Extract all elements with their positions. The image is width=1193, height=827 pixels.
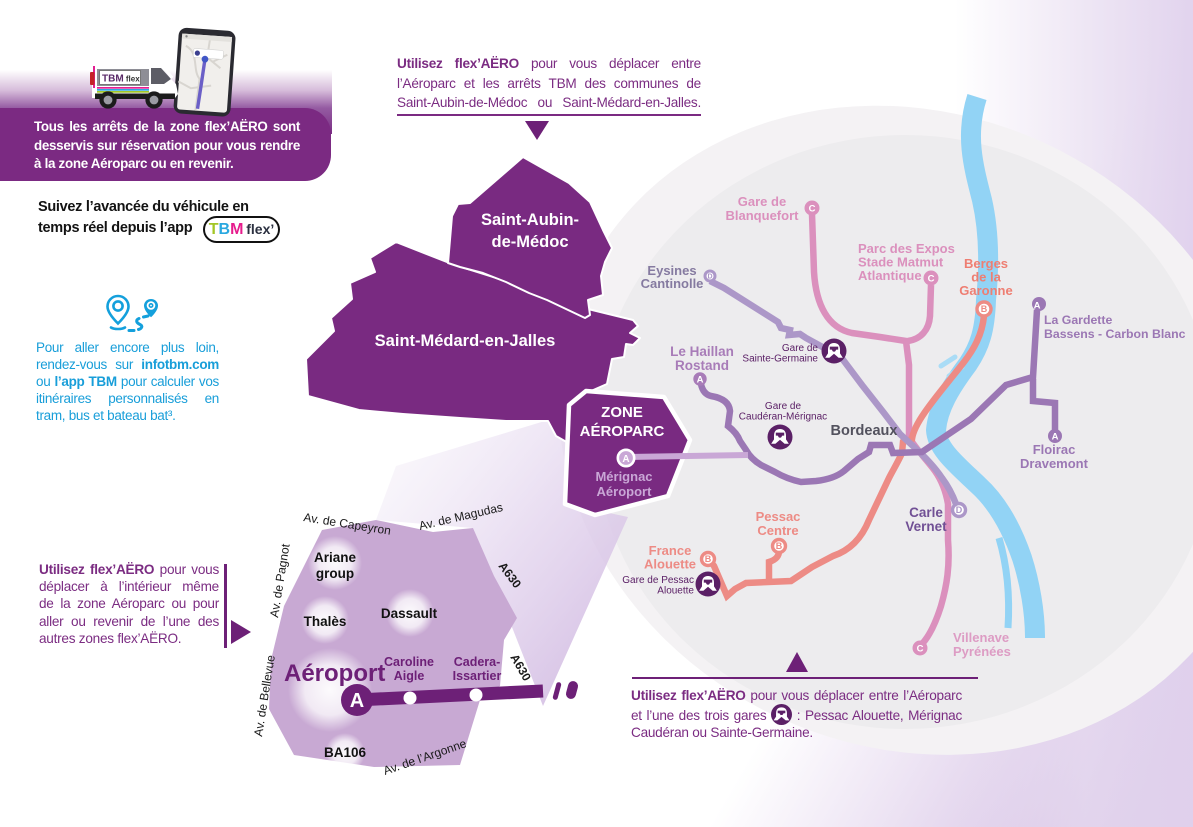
svg-text:Alouette: Alouette: [644, 557, 696, 572]
svg-text:Rostand: Rostand: [675, 358, 729, 373]
svg-text:Aéroport: Aéroport: [597, 484, 653, 499]
svg-text:Sainte-Germaine: Sainte-Germaine: [742, 354, 818, 365]
svg-text:B: B: [981, 304, 988, 314]
svg-text:Aéroport: Aéroport: [284, 660, 385, 687]
svg-text:AÉROPARC: AÉROPARC: [580, 423, 665, 440]
svg-text:group: group: [316, 566, 354, 581]
svg-text:Centre: Centre: [757, 523, 798, 538]
svg-text:A: A: [1052, 431, 1059, 442]
svg-text:La Gardette: La Gardette: [1044, 313, 1112, 327]
svg-text:B: B: [776, 541, 783, 551]
svg-text:Thalès: Thalès: [304, 614, 347, 629]
svg-text:Gare de Pessac: Gare de Pessac: [622, 575, 694, 586]
svg-text:de-Médoc: de-Médoc: [491, 233, 568, 251]
svg-text:C: C: [809, 203, 816, 214]
svg-text:Issartier: Issartier: [453, 669, 502, 683]
svg-text:Aigle: Aigle: [394, 669, 425, 683]
svg-text:Caudéran-Mérignac: Caudéran-Mérignac: [739, 412, 827, 423]
svg-text:Pessac: Pessac: [756, 509, 801, 524]
svg-text:Dravemont: Dravemont: [1020, 456, 1089, 471]
svg-text:TBM flex: TBM flex: [102, 74, 140, 85]
svg-text:A: A: [350, 690, 364, 712]
svg-text:Blanquefort: Blanquefort: [726, 208, 800, 223]
svg-text:B: B: [705, 554, 712, 564]
svg-text:A: A: [697, 374, 704, 385]
svg-text:Atlantique: Atlantique: [858, 268, 922, 283]
svg-text:Gare de: Gare de: [738, 194, 786, 209]
svg-text:Cantinolle: Cantinolle: [641, 276, 704, 291]
svg-text:Parc des Expos: Parc des Expos: [858, 241, 955, 256]
svg-text:Floirac: Floirac: [1033, 442, 1076, 457]
svg-text:Garonne: Garonne: [959, 283, 1012, 298]
svg-text:Stade Matmut: Stade Matmut: [858, 255, 944, 270]
svg-text:Bordeaux: Bordeaux: [831, 423, 898, 439]
svg-text:A: A: [1034, 300, 1041, 311]
svg-text:BA106: BA106: [324, 745, 367, 760]
svg-text:Saint-Médard-en-Jalles: Saint-Médard-en-Jalles: [375, 332, 556, 350]
svg-text:de la: de la: [971, 270, 1001, 285]
svg-text:Vernet: Vernet: [905, 519, 947, 534]
svg-text:Ariane: Ariane: [314, 550, 357, 565]
svg-text:Le Haillan: Le Haillan: [670, 344, 734, 359]
svg-text:Alouette: Alouette: [657, 586, 694, 597]
svg-text:ZONE: ZONE: [601, 404, 643, 421]
svg-text:Cadera-: Cadera-: [454, 655, 501, 669]
svg-text:Saint-Aubin-: Saint-Aubin-: [481, 211, 579, 229]
svg-text:D: D: [707, 274, 712, 281]
svg-text:C: C: [928, 273, 935, 284]
svg-text:Pyrénées: Pyrénées: [953, 644, 1011, 659]
svg-text:Gare de: Gare de: [782, 343, 819, 354]
svg-text:Mérignac: Mérignac: [595, 469, 652, 484]
svg-text:France: France: [649, 543, 692, 558]
svg-text:Dassault: Dassault: [381, 606, 438, 621]
svg-text:Berges: Berges: [964, 256, 1008, 271]
svg-text:Carle: Carle: [909, 505, 943, 520]
svg-text:C: C: [917, 643, 924, 654]
svg-text:Eysines: Eysines: [647, 263, 696, 278]
svg-text:A: A: [622, 454, 629, 465]
svg-text:Caroline: Caroline: [384, 655, 434, 669]
svg-text:Villenave: Villenave: [953, 630, 1009, 645]
svg-text:Bassens - Carbon Blanc: Bassens - Carbon Blanc: [1044, 327, 1186, 341]
svg-text:D: D: [956, 505, 963, 515]
svg-text:Gare de: Gare de: [765, 401, 802, 412]
